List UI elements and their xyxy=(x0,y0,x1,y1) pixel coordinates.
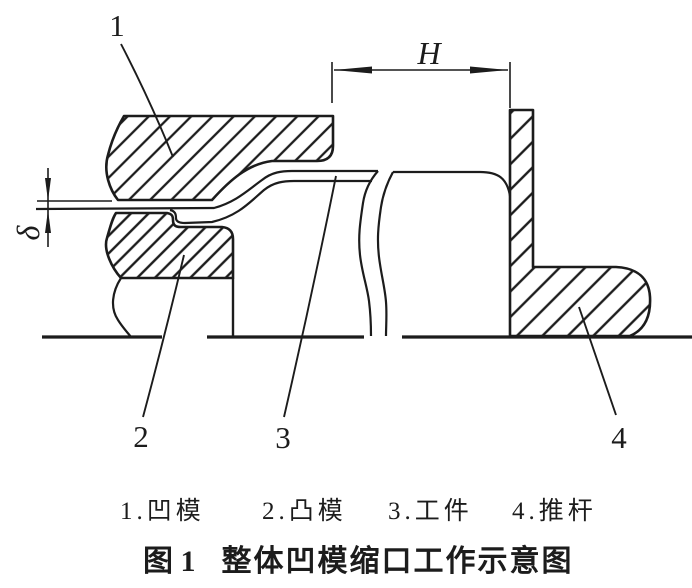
dim-label-H: H xyxy=(416,35,442,71)
leader-pushrod xyxy=(578,306,617,416)
punch-shank-break-line xyxy=(111,277,132,338)
dimension-H: H xyxy=(331,35,511,108)
figure-caption: 图 1 整体凹模缩口工作示意图 xyxy=(143,536,574,580)
pushrod-section xyxy=(508,108,652,338)
legend-item-pushrod: 4.推杆 xyxy=(512,498,597,525)
figure-number: 图 1 xyxy=(143,545,196,578)
leader-lines xyxy=(120,43,617,418)
necking-die-schematic: H δ 1 2 3 4 xyxy=(10,8,692,455)
callout-die: 1 xyxy=(109,8,125,43)
leader-punch xyxy=(142,254,185,418)
die-section xyxy=(105,114,335,202)
arrow-left-icon xyxy=(334,66,372,74)
legend-item-workpiece: 3.工件 xyxy=(388,498,473,525)
punch-section xyxy=(104,211,235,280)
arrow-up-icon xyxy=(45,210,51,233)
callout-workpiece: 3 xyxy=(275,420,291,455)
dimension-delta: δ xyxy=(10,168,112,247)
dim-label-delta: δ xyxy=(10,224,46,240)
legend-item-die: 1.凹模 xyxy=(120,498,205,525)
arrow-right-icon xyxy=(470,66,508,74)
figure-title: 整体凹模缩口工作示意图 xyxy=(221,545,574,578)
leader-die xyxy=(120,43,174,158)
callout-pushrod: 4 xyxy=(611,420,627,455)
callout-punch: 2 xyxy=(133,419,149,454)
leader-workpiece xyxy=(283,175,337,418)
workpiece-outline xyxy=(35,169,512,337)
arrow-down-icon xyxy=(45,178,51,201)
legend-item-punch: 2.凸模 xyxy=(262,498,347,525)
